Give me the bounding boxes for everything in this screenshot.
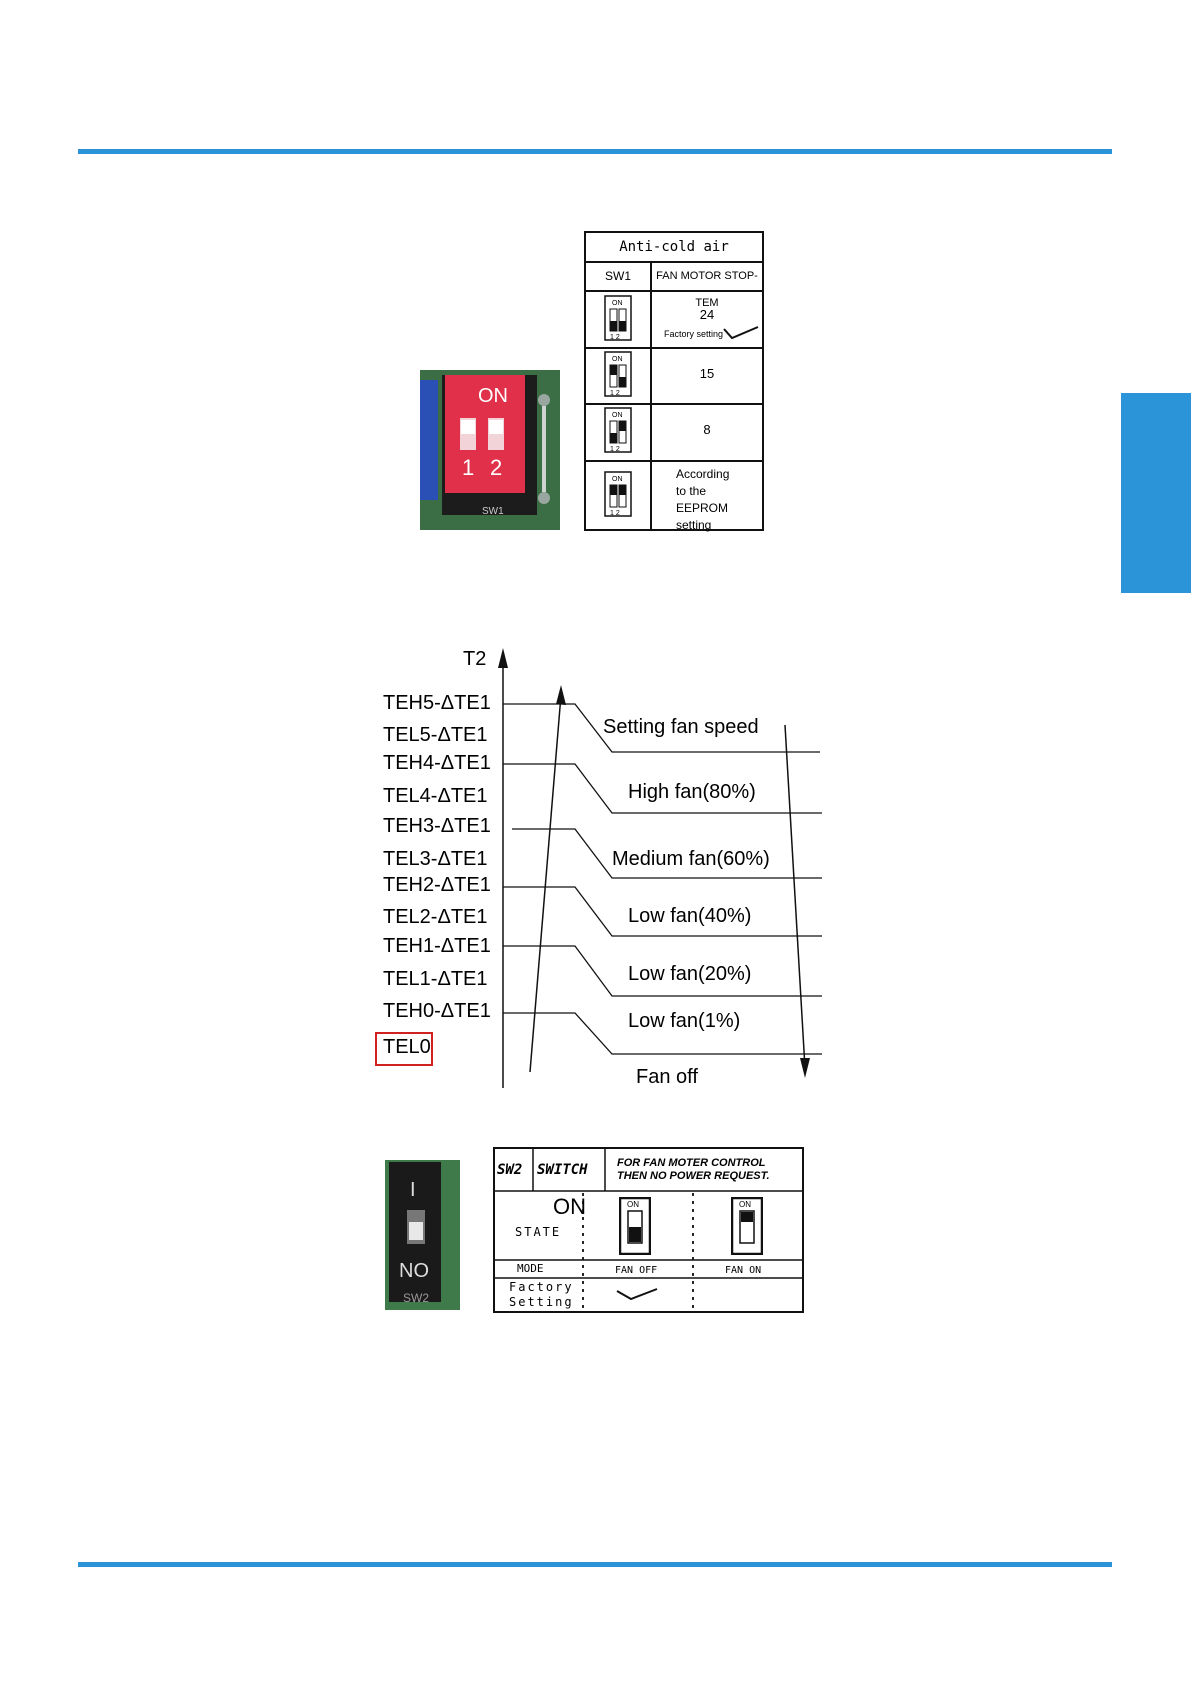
threshold-label: TEL4-ΔTE1 xyxy=(383,785,488,807)
sw2-on-label: ON xyxy=(553,1194,586,1219)
sw1-row-divider xyxy=(586,290,762,292)
threshold-label: TEH3-ΔTE1 xyxy=(383,815,491,837)
sw1-table-divider xyxy=(650,263,652,529)
svg-text:ON: ON xyxy=(612,356,623,363)
sw1-row-divider xyxy=(586,460,762,462)
sw1-value: 8 xyxy=(703,422,711,437)
svg-text:ON: ON xyxy=(612,412,623,419)
speed-label: Setting fan speed xyxy=(603,716,759,738)
section-tab xyxy=(1121,393,1191,593)
sw2-table: SW2 SWITCH FOR FAN MOTER CONTROL THEN NO… xyxy=(493,1147,804,1313)
speed-label: High fan(80%) xyxy=(628,781,756,803)
dip-switch-icon: ON 1 2 xyxy=(604,351,632,397)
threshold-label: TEL5-ΔTE1 xyxy=(383,724,488,746)
sw1-table: Anti-cold air SW1 FAN MOTOR STOP-TEM ON … xyxy=(584,231,764,534)
dip-switch-icon: ON 1 2 xyxy=(604,407,632,453)
threshold-label: TEH4-ΔTE1 xyxy=(383,752,491,774)
svg-text:ON: ON xyxy=(612,476,623,483)
speed-label: Low fan(1%) xyxy=(628,1010,741,1032)
threshold-label: TEL2-ΔTE1 xyxy=(383,906,488,928)
speed-label: Low fan(20%) xyxy=(628,963,752,985)
note-line: According xyxy=(676,467,730,481)
sw2-col2: SWITCH xyxy=(537,1162,588,1178)
factory-line: Factory xyxy=(509,1280,574,1294)
factory-line: Setting xyxy=(509,1295,574,1309)
sw2-factory-setting: Factory Setting xyxy=(509,1280,574,1310)
sw2-photo-top-mark: I xyxy=(410,1179,416,1201)
sw1-switch-photo: ON 1 2 SW1 xyxy=(420,370,560,530)
sw1-row-divider xyxy=(586,403,762,405)
sw2-header-line: FOR FAN MOTER CONTROL xyxy=(617,1157,766,1169)
dip-switch-icon: ON 1 2 xyxy=(604,295,632,341)
sw1-eeprom-note: According to the EEPROM setting xyxy=(676,466,729,534)
sw1-col-switch: SW1 xyxy=(604,269,631,283)
dip-switch-icon: ON xyxy=(619,1197,651,1255)
note-line: setting xyxy=(676,518,712,532)
sw2-switch-photo: I NO SW2 xyxy=(385,1160,460,1310)
note-line: to the xyxy=(676,484,707,498)
threshold-label: TEH5-ΔTE1 xyxy=(383,692,491,714)
sw2-table-grid xyxy=(495,1149,802,1311)
svg-text:1 2: 1 2 xyxy=(610,334,620,341)
factory-setting-note: Factory setting xyxy=(664,329,724,339)
y-axis-label: T2 xyxy=(463,648,487,670)
speed-label: Fan off xyxy=(636,1066,698,1088)
sw1-photo-on: ON xyxy=(478,385,508,407)
sw2-col1: SW2 xyxy=(497,1162,523,1178)
svg-text:ON: ON xyxy=(612,300,623,307)
sw1-value: 15 xyxy=(699,366,715,381)
sw2-header: FOR FAN MOTER CONTROL THEN NO POWER REQU… xyxy=(617,1157,770,1183)
threshold-label: TEH1-ΔTE1 xyxy=(383,935,491,957)
sw2-header-line: THEN NO POWER REQUEST. xyxy=(617,1170,770,1182)
speed-label: Low fan(40%) xyxy=(628,905,752,927)
threshold-label: TEL1-ΔTE1 xyxy=(383,968,488,990)
svg-text:ON: ON xyxy=(627,1200,639,1209)
bottom-rule xyxy=(78,1562,1112,1567)
sw2-mode-on: FAN ON xyxy=(725,1265,762,1276)
sw1-photo-pin1: 1 xyxy=(462,455,474,480)
sw1-photo-board-label: SW1 xyxy=(482,506,504,517)
svg-text:1 2: 1 2 xyxy=(610,390,620,397)
note-line: EEPROM xyxy=(676,501,729,515)
sw2-mode-label: MODE xyxy=(517,1262,544,1275)
sw2-photo-bottom-mark: NO xyxy=(399,1260,429,1282)
dip-switch-icon: ON 1 2 xyxy=(604,471,632,517)
sw2-photo-board-label: SW2 xyxy=(403,1291,429,1305)
threshold-label: TEH2-ΔTE1 xyxy=(383,874,491,896)
sw1-col-temp: FAN MOTOR STOP-TEM xyxy=(656,270,758,309)
top-rule xyxy=(78,149,1112,154)
sw1-table-title: Anti-cold air xyxy=(586,233,762,263)
sw1-photo-pin2: 2 xyxy=(490,455,502,480)
sw2-state-label: STATE xyxy=(515,1225,562,1239)
tel0-label: TEL0 xyxy=(383,1036,431,1058)
svg-text:1 2: 1 2 xyxy=(610,510,620,517)
sw1-row-divider xyxy=(586,347,762,349)
speed-label: Medium fan(60%) xyxy=(612,848,770,870)
highlight-box xyxy=(375,1032,433,1066)
dip-switch-icon: ON xyxy=(731,1197,763,1255)
sw2-mode-off: FAN OFF xyxy=(615,1265,658,1276)
svg-text:ON: ON xyxy=(739,1200,751,1209)
threshold-label: TEL3-ΔTE1 xyxy=(383,848,488,870)
threshold-label: TEH0-ΔTE1 xyxy=(383,1000,491,1022)
check-mark-icon xyxy=(723,326,759,340)
sw1-value: 24 xyxy=(699,307,715,322)
svg-text:1 2: 1 2 xyxy=(610,446,620,453)
